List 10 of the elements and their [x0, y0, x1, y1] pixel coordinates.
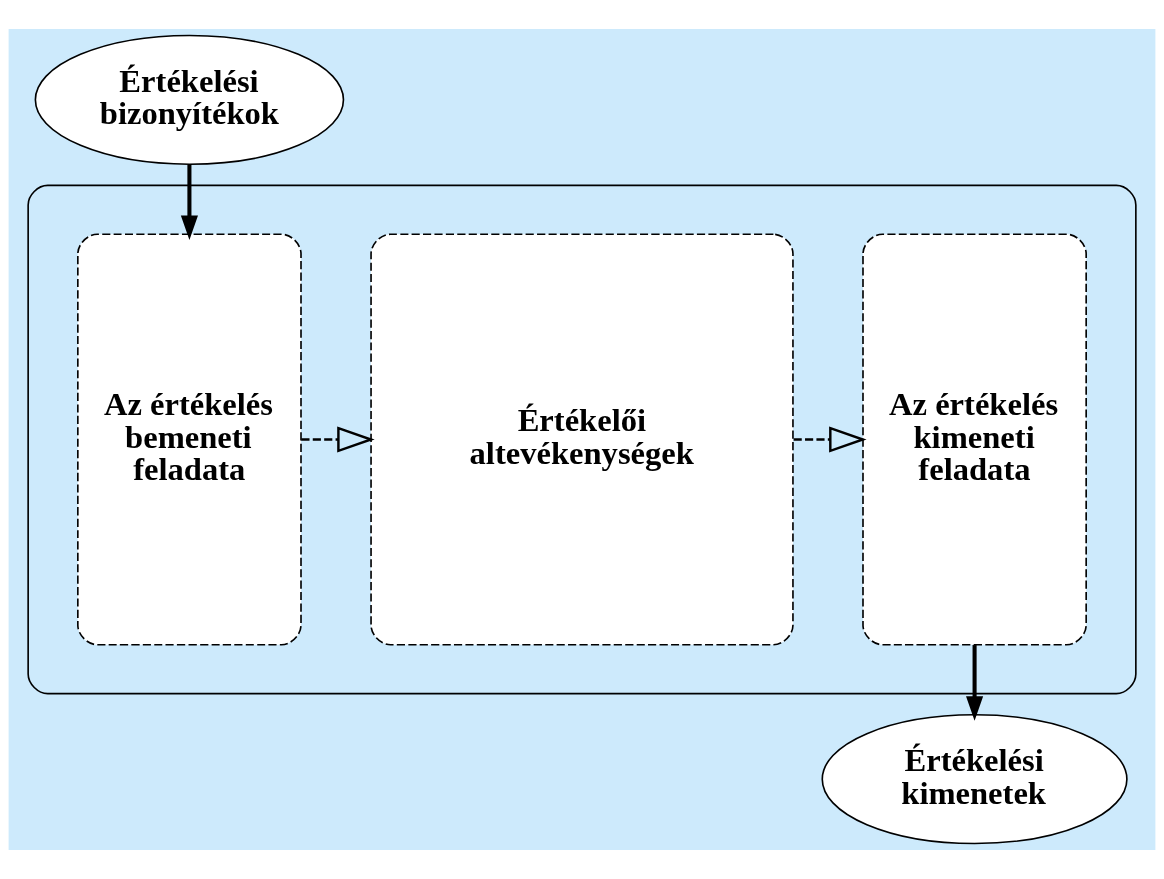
arrow — [793, 426, 867, 453]
node-ellipse: Értékelési bizonyítékok — [34, 34, 345, 165]
node-box: Az értékelés kimeneti feladata — [862, 233, 1087, 646]
node-box: Az értékelés bemeneti feladata — [77, 233, 302, 646]
cluster — [27, 184, 1137, 695]
node-ellipse: Értékelési kimenetek — [821, 714, 1128, 845]
arrow — [301, 426, 375, 453]
node-box: Értékelői altevékenységek — [370, 233, 794, 646]
arrow — [180, 164, 198, 240]
arrow — [966, 645, 984, 721]
